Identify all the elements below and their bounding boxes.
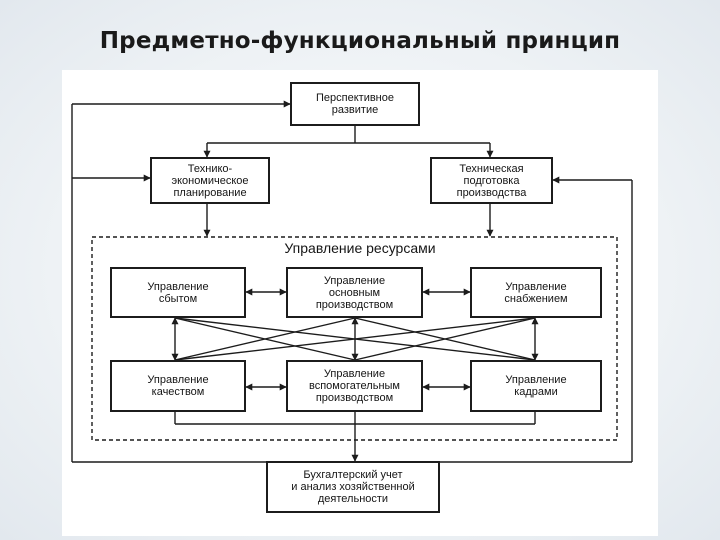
box-supply-management: Управление снабжением xyxy=(470,267,602,318)
box-technical-economic-planning: Технико- экономическое планирование xyxy=(150,157,270,204)
box-auxiliary-production-management: Управление вспомогательным производством xyxy=(286,360,423,412)
box-perspective-development: Перспективное развитие xyxy=(290,82,420,126)
box-quality-management: Управление качеством xyxy=(110,360,246,412)
box-hr-management: Управление кадрами xyxy=(470,360,602,412)
box-technical-preparation: Техническая подготовка производства xyxy=(430,157,553,204)
box-main-production-management: Управление основным производством xyxy=(286,267,423,318)
page-title: Предметно-функциональный принцип xyxy=(99,28,621,54)
box-sales-management: Управление сбытом xyxy=(110,267,246,318)
resources-group-title: Управление ресурсами xyxy=(284,240,436,256)
box-accounting-analysis: Бухгалтерский учет и анализ хозяйственно… xyxy=(266,461,440,513)
